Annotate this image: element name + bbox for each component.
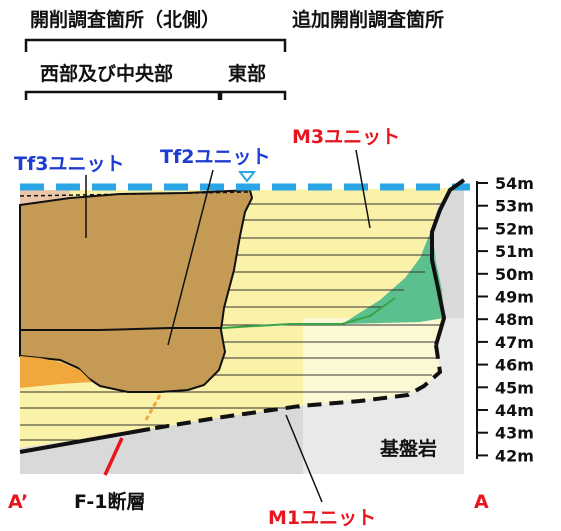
- header-excavation-north: 開削調査箇所（北側）: [30, 8, 220, 31]
- label-section-right: A: [474, 491, 489, 513]
- elevation-label: 48m: [495, 310, 534, 329]
- bracket-west-central: [24, 90, 221, 100]
- elevation-label: 49m: [495, 288, 534, 307]
- elevation-label: 46m: [495, 356, 534, 375]
- bracket-excavation-north: [24, 38, 287, 52]
- label-section-left: A’: [8, 491, 28, 513]
- tf-orange-patch: [20, 356, 92, 388]
- elevation-label: 47m: [495, 333, 534, 352]
- header-west-central: 西部及び中央部: [40, 62, 173, 85]
- elevation-label: 52m: [495, 219, 534, 238]
- water-level-marker: [237, 171, 257, 183]
- elevation-label: 53m: [495, 197, 534, 216]
- m1-m3-contact-line: [221, 297, 396, 329]
- header-east: 東部: [228, 62, 266, 85]
- bedrock-boundary-solid: [430, 178, 466, 346]
- fault-f1-line: [103, 437, 124, 476]
- label-fault-f1: F-1断層: [74, 490, 146, 513]
- label-tf3-unit: Tf3ユニット: [14, 153, 124, 175]
- fault-f1-inferred: [144, 394, 162, 421]
- elevation-label: 42m: [495, 446, 534, 465]
- elevation-ticks: 54m 53m 52m 51m 50m 49m 48m 47m 46m 45m 44m 43m 42m: [477, 174, 534, 465]
- tf-contact-line: [20, 327, 222, 331]
- label-tf2-unit: Tf2ユニット: [160, 146, 270, 168]
- m3-green-lens: [342, 228, 444, 324]
- bedrock-boundary-left-solid: [19, 427, 151, 454]
- header-additional-excavation: 追加開削調査箇所: [292, 8, 444, 31]
- elevation-label: 50m: [495, 265, 534, 284]
- elevation-label: 44m: [495, 401, 534, 420]
- label-m1-unit: M1ユニット: [268, 507, 376, 529]
- bracket-east: [219, 90, 287, 100]
- label-m3-unit: M3ユニット: [292, 126, 400, 148]
- elevation-label: 43m: [495, 424, 534, 443]
- bedrock-boundary-dashed: [149, 344, 443, 431]
- m1-pale-zone: [303, 318, 440, 405]
- elevation-label: 45m: [495, 378, 534, 397]
- elevation-label: 51m: [495, 242, 534, 261]
- leader-lines: [85, 149, 371, 503]
- elevation-label: 54m: [495, 174, 534, 193]
- ground-surface-dashed: [19, 191, 251, 197]
- label-bedrock: 基盤岩: [379, 437, 437, 460]
